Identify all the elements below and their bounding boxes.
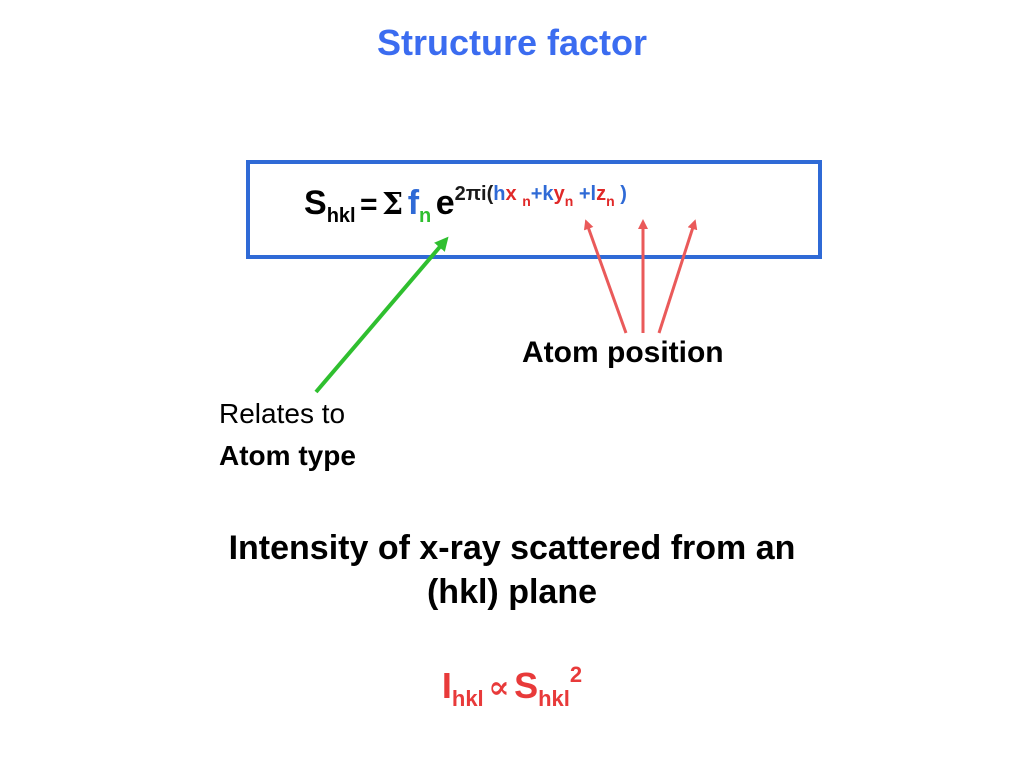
formula-e: e — [435, 184, 455, 222]
formula-s-subscript: hkl — [326, 205, 356, 227]
relates-to-label: Relates to Atom type — [219, 393, 356, 477]
relation-s: S — [514, 665, 539, 706]
formula-sigma: Σ — [382, 187, 404, 222]
exponent-x: x — [505, 183, 517, 205]
intensity-line-2: (hkl) plane — [426, 573, 598, 611]
atom-position-label: Atom position — [522, 336, 724, 369]
exponent-z: z — [596, 183, 607, 205]
relation-i-subscript: hkl — [451, 686, 484, 711]
relates-line-1: Relates to — [219, 398, 346, 429]
exponent-plus-l: +l — [578, 183, 597, 205]
relation-s-subscript: hkl — [538, 686, 570, 711]
exponent-x-subscript: n — [522, 193, 531, 209]
relation-s-superscript: 2 — [569, 662, 583, 687]
exponent-plus-k: +k — [530, 183, 554, 205]
exponent-z-subscript: n — [606, 193, 615, 209]
relation-i: I — [441, 665, 452, 706]
exponent-h: h — [493, 183, 506, 205]
formula-box — [246, 160, 822, 259]
intensity-text: Intensity of x-ray scattered from an (hk… — [0, 526, 1024, 614]
relates-line-2: Atom type — [219, 440, 356, 471]
slide-title: Structure factor — [376, 22, 648, 63]
formula-equals: = — [360, 188, 378, 221]
formula-f-subscript: n — [419, 205, 432, 227]
structure-factor-formula: Shkl = Σ fn e2πi(hx n+kyn +lzn ) — [304, 183, 627, 226]
intensity-line-1: Intensity of x-ray scattered from an — [228, 529, 796, 567]
intensity-relation: Ihkl ∝ Shkl2 — [0, 664, 1024, 710]
formula-exponent: 2πi(hx n+kyn +lzn ) — [454, 183, 627, 208]
exponent-y-subscript: n — [564, 193, 574, 209]
exponent-prefix: 2πi( — [454, 183, 494, 205]
exponent-y: y — [553, 183, 565, 205]
formula-s: S — [304, 184, 327, 222]
relation-proportional: ∝ — [488, 668, 510, 706]
green-arrow — [314, 236, 449, 394]
formula-f: f — [407, 184, 420, 222]
exponent-close: ) — [620, 183, 627, 205]
